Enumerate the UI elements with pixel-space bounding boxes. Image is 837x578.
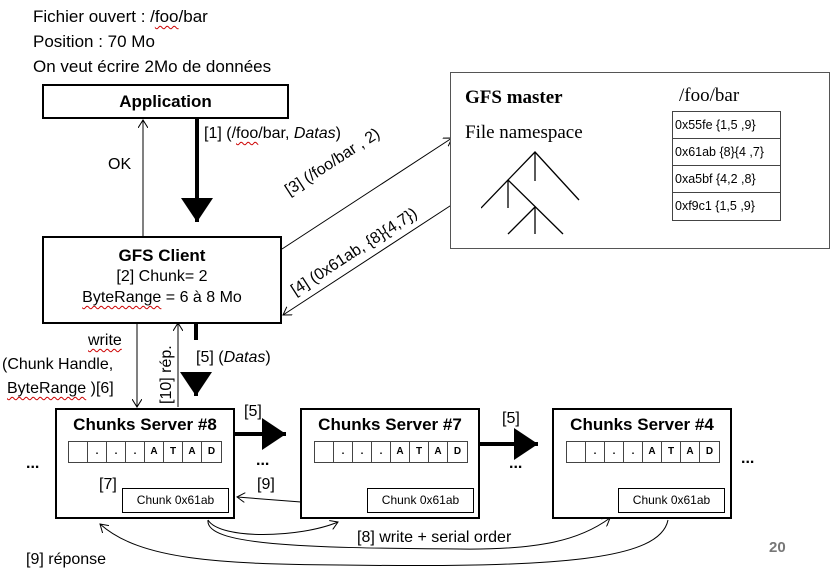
buffer-cell: . [88,442,107,462]
buffer-cell: A [145,442,164,462]
step1-mid: /bar, [258,125,294,142]
chunk-table: 0x55fe {1,5 ,9} 0x61ab {8}{4 ,7} 0xa5bf … [672,111,781,221]
step8-label: [8] write + serial order [357,529,512,546]
step9-response-label: [9] réponse [26,551,107,568]
step10-label: [10] rép. [158,345,175,404]
intro-open-file-suffix: /bar [178,7,208,26]
step1-label: [1] (/foo/bar, Datas) [204,125,341,143]
step1-end: ) [335,125,341,142]
chunk-server-title: Chunks Server #4 [570,415,714,434]
chunk-file: Chunk 0x61ab [618,488,725,513]
buffer-cell: . [353,442,372,462]
ok-label: OK [108,156,132,173]
buffer-cell: A [643,442,662,462]
step9-response-curve [100,519,669,567]
step1-prefix: [1] (/ [204,125,237,142]
gfs-client-box: GFS Client [2] Chunk= 2 ByteRange = 6 à … [42,236,282,324]
buffer-cell [567,442,586,462]
step8-curve-to-4 [207,518,610,550]
step5-datas-label: [5] (Datas) [196,349,271,367]
chunk-row-highlighted: 0x61ab {8}{4 ,7} [673,139,780,166]
intro-write-goal: On veut écrire 2Mo de données [33,57,272,76]
buffer-cell: T [164,442,183,462]
write-label-line1: write [88,332,122,350]
buffer-cell [69,442,88,462]
ellipsis-right: ... [741,450,755,467]
buffer-cell: D [207,446,216,457]
step4-arrow [283,203,454,315]
buffer-cell: D [453,446,462,457]
chunk-row: 0x55fe {1,5 ,9} [673,112,780,139]
buffer-cell: . [334,442,353,462]
buffer-cell: . [372,442,391,462]
chunk-row: 0xa5bf {4,2 ,8} [673,166,780,193]
step9-label: [9] [257,476,275,493]
application-title: Application [119,92,212,111]
chunk-file: Chunk 0x61ab [367,488,474,513]
byterange-value: = 6 à 8 Mo [161,289,242,306]
buffer-cell: . [126,442,145,462]
step5-end: ) [265,349,271,366]
step1-datas: Datas [293,125,336,142]
gfs-client-chunk: [2] Chunk= 2 [116,268,208,285]
step3-arrow [281,138,452,250]
write-word: write [88,332,122,349]
buffer-cell: . [586,442,605,462]
buffer-cells: . . . A T A D [68,441,222,463]
chunk-file: Chunk 0x61ab [122,488,229,513]
gfs-client-byterange: ByteRange = 6 à 8 Mo [44,289,280,307]
intro-open-file-prefix: Fichier ouvert : / [33,7,155,26]
chunk-server-title: Chunks Server #7 [318,415,462,434]
buffer-cell: A [183,442,202,462]
buffer-cell: T [410,442,429,462]
step5-prefix: [5] ( [196,349,224,366]
buffer-cell: A [429,442,448,462]
chunk-server-title: Chunks Server #8 [73,415,217,434]
buffer-cell: . [605,442,624,462]
step5-label-b: [5] [502,410,520,427]
write-step6: )[6] [86,380,114,397]
buffer-cell: . [107,442,126,462]
page-number: 20 [769,539,786,556]
buffer-cell: . [624,442,643,462]
gfs-master-title: GFS master [465,87,563,108]
namespace-tree-icon [481,151,580,235]
intro-open-file-foo: foo [154,7,179,26]
buffer-cell: T [662,442,681,462]
ellipsis-left: ... [26,455,40,472]
step5-datas: Datas [223,349,266,366]
buffer-cell: A [681,442,700,462]
write-byterange-word: ByteRange [7,380,87,397]
buffer-cell: A [391,442,410,462]
write-label-line2: (Chunk Handle, [2,356,114,373]
buffer-cells: . . . A T A D [566,441,720,463]
step1-foo: foo [236,125,259,142]
gfs-client-title: GFS Client [118,246,206,265]
step5-label-a: [5] [244,403,262,420]
buffer-cell: D [705,446,714,457]
intro-position: Position : 70 Mo [33,32,155,51]
file-path-label: /foo/bar [679,85,740,106]
ellipsis-between-7-4: ... [509,455,523,472]
write-label-line3: ByteRange )[6] [7,380,114,398]
step7-label: [7] [99,476,117,493]
ellipsis-between-8-7: ... [256,452,270,469]
step9-arrow-7-8 [237,497,302,502]
buffer-cell [315,442,334,462]
byterange-word: ByteRange [82,289,162,306]
intro-open-file: Fichier ouvert : /foo/bar [33,5,208,29]
file-namespace-label: File namespace [465,122,583,143]
buffer-cells: . . . A T A D [314,441,468,463]
step8-curve-to-7 [207,519,338,535]
chunk-row: 0xf9c1 {1,5 ,9} [673,193,780,220]
application-box: Application [42,84,289,119]
